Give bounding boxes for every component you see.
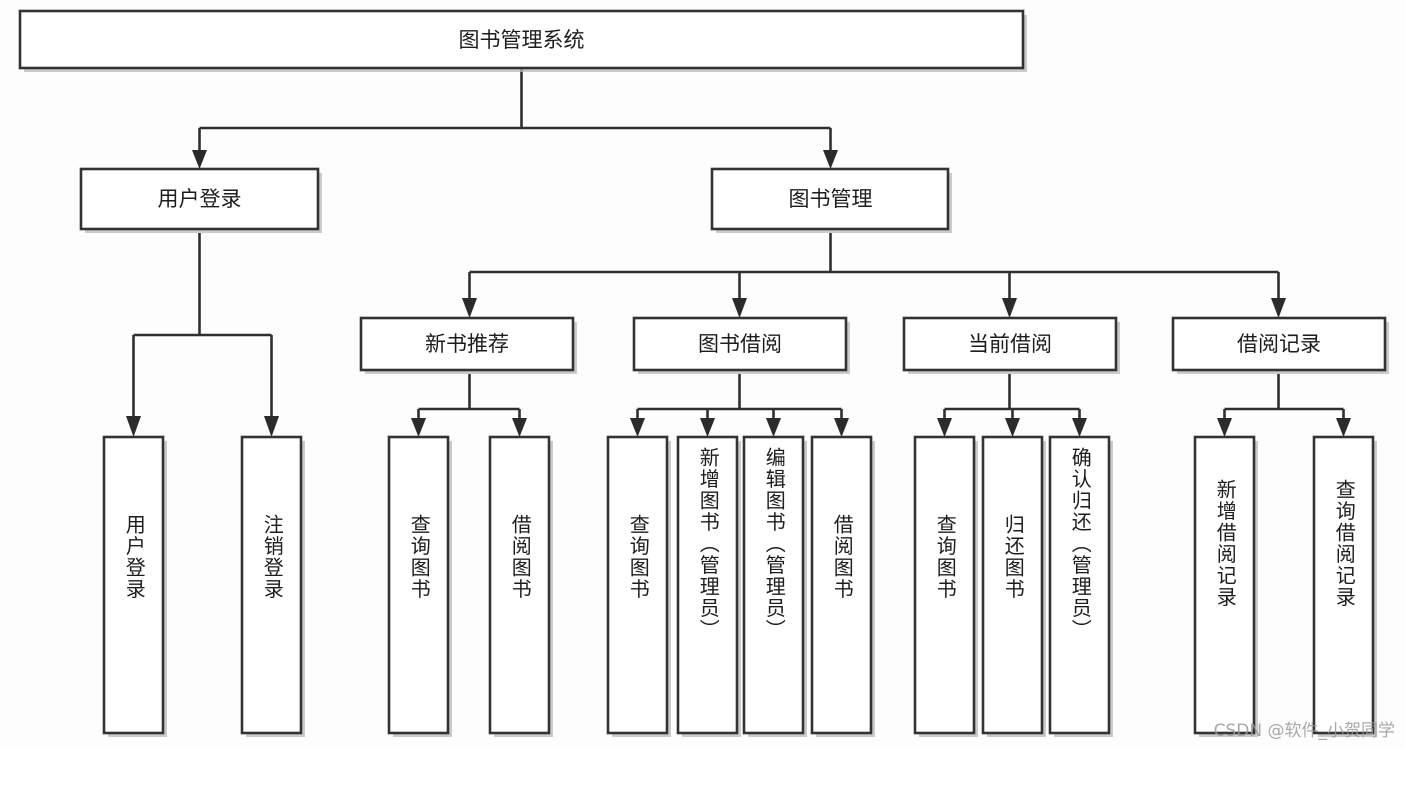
leaf-edit-book[interactable] — [742, 435, 807, 737]
arrow-head-user-login — [192, 150, 207, 169]
node-nbr-rect — [359, 316, 575, 372]
leaf-confirm-return[interactable] — [1048, 435, 1113, 737]
arrow-head-leaf-edit-book — [766, 418, 781, 437]
leaf-query-book-1-rect — [387, 435, 450, 735]
node-current-borrow[interactable]: 当前借阅 — [902, 316, 1120, 374]
leaf-query-book-3-rect — [913, 435, 976, 735]
arrow-head-leaf-add-record — [1217, 418, 1232, 437]
leaf-query-book-1[interactable] — [387, 435, 452, 737]
connector-group-current-borrow — [937, 374, 1087, 437]
node-user-login-rect — [79, 167, 320, 231]
leaf-return-book[interactable] — [981, 435, 1046, 737]
leaf-user-login[interactable] — [102, 435, 167, 737]
flowchart-canvas: 图书管理系统 用户登录 图书管理 新书推荐 图书借阅 当前借阅 — [18, 9, 1395, 741]
node-br-rect — [1171, 316, 1387, 372]
leaf-add-record-rect — [1193, 435, 1256, 735]
arrow-head-book-borrow — [732, 298, 747, 318]
node-book-manage[interactable]: 图书管理 — [710, 167, 952, 233]
leaf-confirm-return-rect — [1048, 435, 1111, 735]
arrow-head-leaf-query-book-2 — [630, 418, 645, 437]
leaf-query-record-rect — [1312, 435, 1375, 735]
arrow-head-leaf-query-book-1 — [411, 418, 426, 437]
connector-group-book-manage — [462, 233, 1286, 318]
arrow-head-leaf-logout-login — [264, 416, 279, 437]
flowchart-svg: 图书管理系统 用户登录 图书管理 新书推荐 图书借阅 当前借阅 — [18, 9, 1389, 737]
node-user-login-label: 用户登录 — [158, 187, 242, 211]
arrow-head-borrow-record — [1271, 298, 1286, 318]
leaf-query-book-3[interactable] — [913, 435, 978, 737]
leaf-borrow-book-1-rect — [488, 435, 551, 735]
arrow-head-leaf-borrow-book-2 — [834, 418, 849, 437]
node-br-label: 借阅记录 — [1237, 332, 1321, 356]
node-root-rect — [18, 9, 1025, 70]
node-book-manage-rect — [710, 167, 950, 231]
arrow-head-leaf-query-record — [1336, 418, 1351, 437]
arrow-head-leaf-query-book-3 — [937, 418, 952, 437]
leaf-add-book-rect — [676, 435, 739, 735]
leaf-logout-login-rect — [240, 435, 303, 735]
arrow-head-leaf-add-book — [700, 418, 715, 437]
node-nbr-label: 新书推荐 — [425, 332, 509, 356]
node-root[interactable]: 图书管理系统 — [18, 9, 1027, 72]
arrow-head-book-manage — [823, 150, 838, 169]
node-bb-rect — [632, 316, 848, 372]
node-bb-label: 图书借阅 — [698, 332, 782, 356]
leaf-query-record[interactable] — [1312, 435, 1377, 737]
leaf-add-record[interactable] — [1193, 435, 1258, 737]
arrow-head-leaf-return-book — [1005, 418, 1020, 437]
leaf-edit-book-rect — [742, 435, 805, 735]
node-cb-rect — [902, 316, 1118, 372]
arrow-head-leaf-user-login — [126, 416, 141, 437]
arrow-head-leaf-borrow-book-1 — [512, 418, 527, 437]
connector-group-book-borrow — [630, 374, 849, 437]
node-new-book-recommend[interactable]: 新书推荐 — [359, 316, 577, 374]
arrow-head-current-borrow — [1002, 298, 1017, 318]
node-book-borrow[interactable]: 图书借阅 — [632, 316, 850, 374]
leaf-borrow-book-2[interactable] — [810, 435, 875, 737]
leaf-borrow-book-1[interactable] — [488, 435, 553, 737]
arrow-head-leaf-confirm-return — [1072, 418, 1087, 437]
node-cb-label: 当前借阅 — [968, 332, 1052, 356]
leaf-add-book[interactable] — [676, 435, 741, 737]
leaf-return-book-rect — [981, 435, 1044, 735]
node-root-label: 图书管理系统 — [459, 28, 585, 52]
arrow-head-new-book-recommend — [462, 298, 477, 318]
connector-group-user-login — [126, 233, 279, 437]
node-user-login[interactable]: 用户登录 — [79, 167, 322, 233]
leaf-query-book-2[interactable] — [606, 435, 671, 737]
node-borrow-record[interactable]: 借阅记录 — [1171, 316, 1389, 374]
connector-group-new-book-recommend — [411, 374, 527, 437]
leaf-logout-login[interactable] — [240, 435, 305, 737]
connector-group-root — [192, 68, 838, 169]
node-book-manage-label: 图书管理 — [789, 187, 873, 211]
leaf-borrow-book-2-rect — [810, 435, 873, 735]
leaf-query-book-2-rect — [606, 435, 669, 735]
leaf-user-login-rect — [102, 435, 165, 735]
connector-group-borrow-record — [1217, 374, 1351, 437]
